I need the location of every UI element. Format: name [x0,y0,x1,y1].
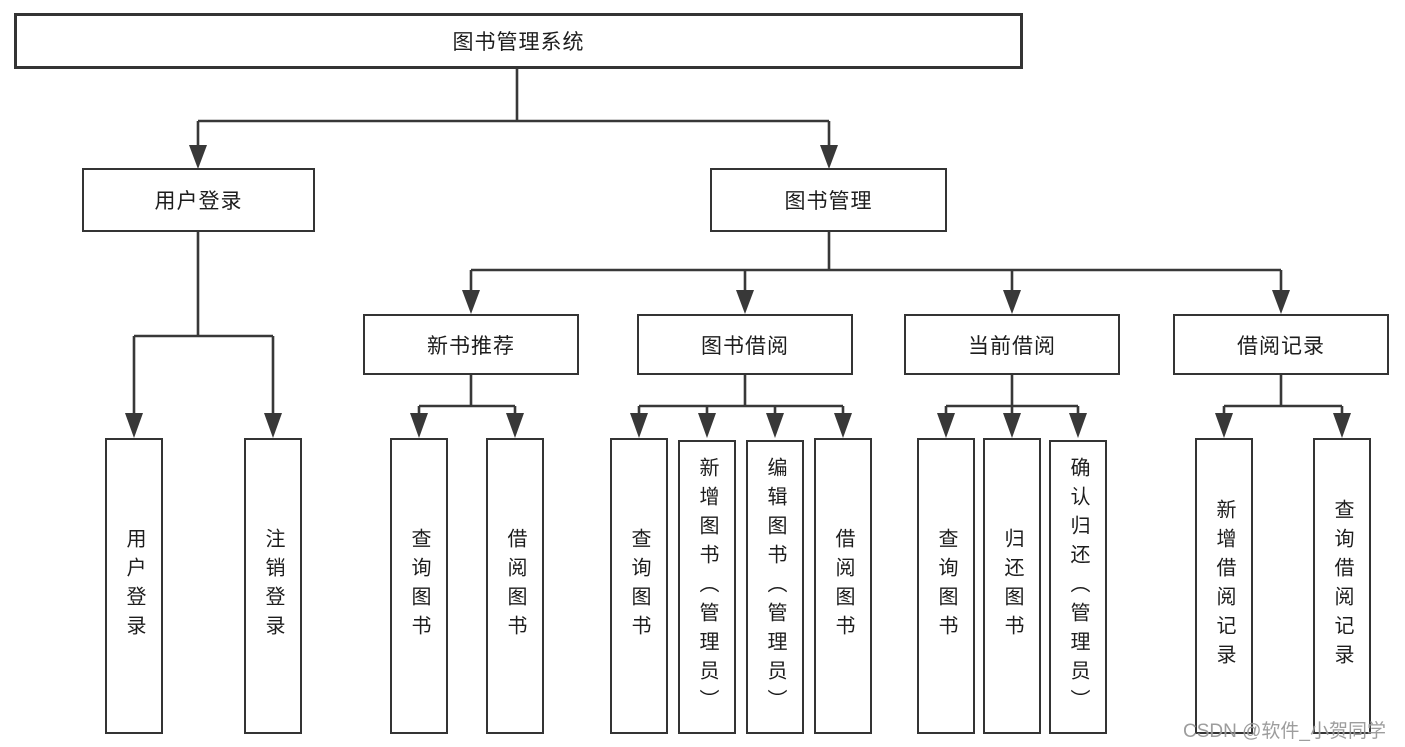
leaf-current-return-book-label: 归还图书 [1001,528,1023,644]
leaf-borrow-borrow-book-label: 借阅图书 [832,528,854,644]
node-book-management: 图书管理 [710,168,947,232]
leaf-records-query-record: 查询借阅记录 [1313,438,1371,734]
leaf-current-return-book: 归还图书 [983,438,1041,734]
leaf-current-query-book-label: 查询图书 [935,528,957,644]
arrowheads [125,145,1351,438]
leaf-user-login: 用户登录 [105,438,163,734]
leaf-recommend-query-book: 查询图书 [390,438,448,734]
leaf-current-confirm-return-label: 确认归还（管理员） [1067,456,1089,718]
leaf-recommend-borrow-book-label: 借阅图书 [504,528,526,644]
leaf-logout-label: 注销登录 [262,528,284,644]
node-user-login-label: 用户登录 [154,190,243,213]
leaf-current-query-book: 查询图书 [917,438,975,734]
leaf-recommend-query-book-label: 查询图书 [408,528,430,644]
leaf-records-add-record: 新增借阅记录 [1195,438,1253,734]
leaf-user-login-label: 用户登录 [123,528,145,644]
node-current-borrow: 当前借阅 [904,314,1120,375]
leaf-records-add-record-label: 新增借阅记录 [1213,499,1235,673]
node-book-borrow-label: 图书借阅 [701,334,789,358]
csdn-watermark: CSDN @软件_小贺同学 [1183,721,1386,742]
leaf-borrow-edit-book-label: 编辑图书（管理员） [764,456,786,718]
leaf-borrow-borrow-book: 借阅图书 [814,438,872,734]
leaf-borrow-query-book: 查询图书 [610,438,668,734]
node-book-management-label: 图书管理 [784,190,873,213]
node-borrow-records: 借阅记录 [1173,314,1389,375]
leaf-records-query-record-label: 查询借阅记录 [1331,499,1353,673]
node-root-label: 图书管理系统 [452,31,585,54]
leaf-borrow-query-book-label: 查询图书 [628,528,650,644]
node-new-book-recommend: 新书推荐 [363,314,579,375]
node-borrow-records-label: 借阅记录 [1237,334,1325,358]
leaf-recommend-borrow-book: 借阅图书 [486,438,544,734]
leaf-current-confirm-return: 确认归还（管理员） [1049,440,1107,734]
leaf-borrow-add-book: 新增图书（管理员） [678,440,736,734]
leaf-logout: 注销登录 [244,438,302,734]
leaf-borrow-add-book-label: 新增图书（管理员） [696,456,718,718]
node-current-borrow-label: 当前借阅 [968,334,1056,358]
node-root: 图书管理系统 [14,13,1023,69]
node-new-book-recommend-label: 新书推荐 [427,334,515,358]
node-book-borrow: 图书借阅 [637,314,853,375]
node-user-login: 用户登录 [82,168,315,232]
leaf-borrow-edit-book: 编辑图书（管理员） [746,440,804,734]
